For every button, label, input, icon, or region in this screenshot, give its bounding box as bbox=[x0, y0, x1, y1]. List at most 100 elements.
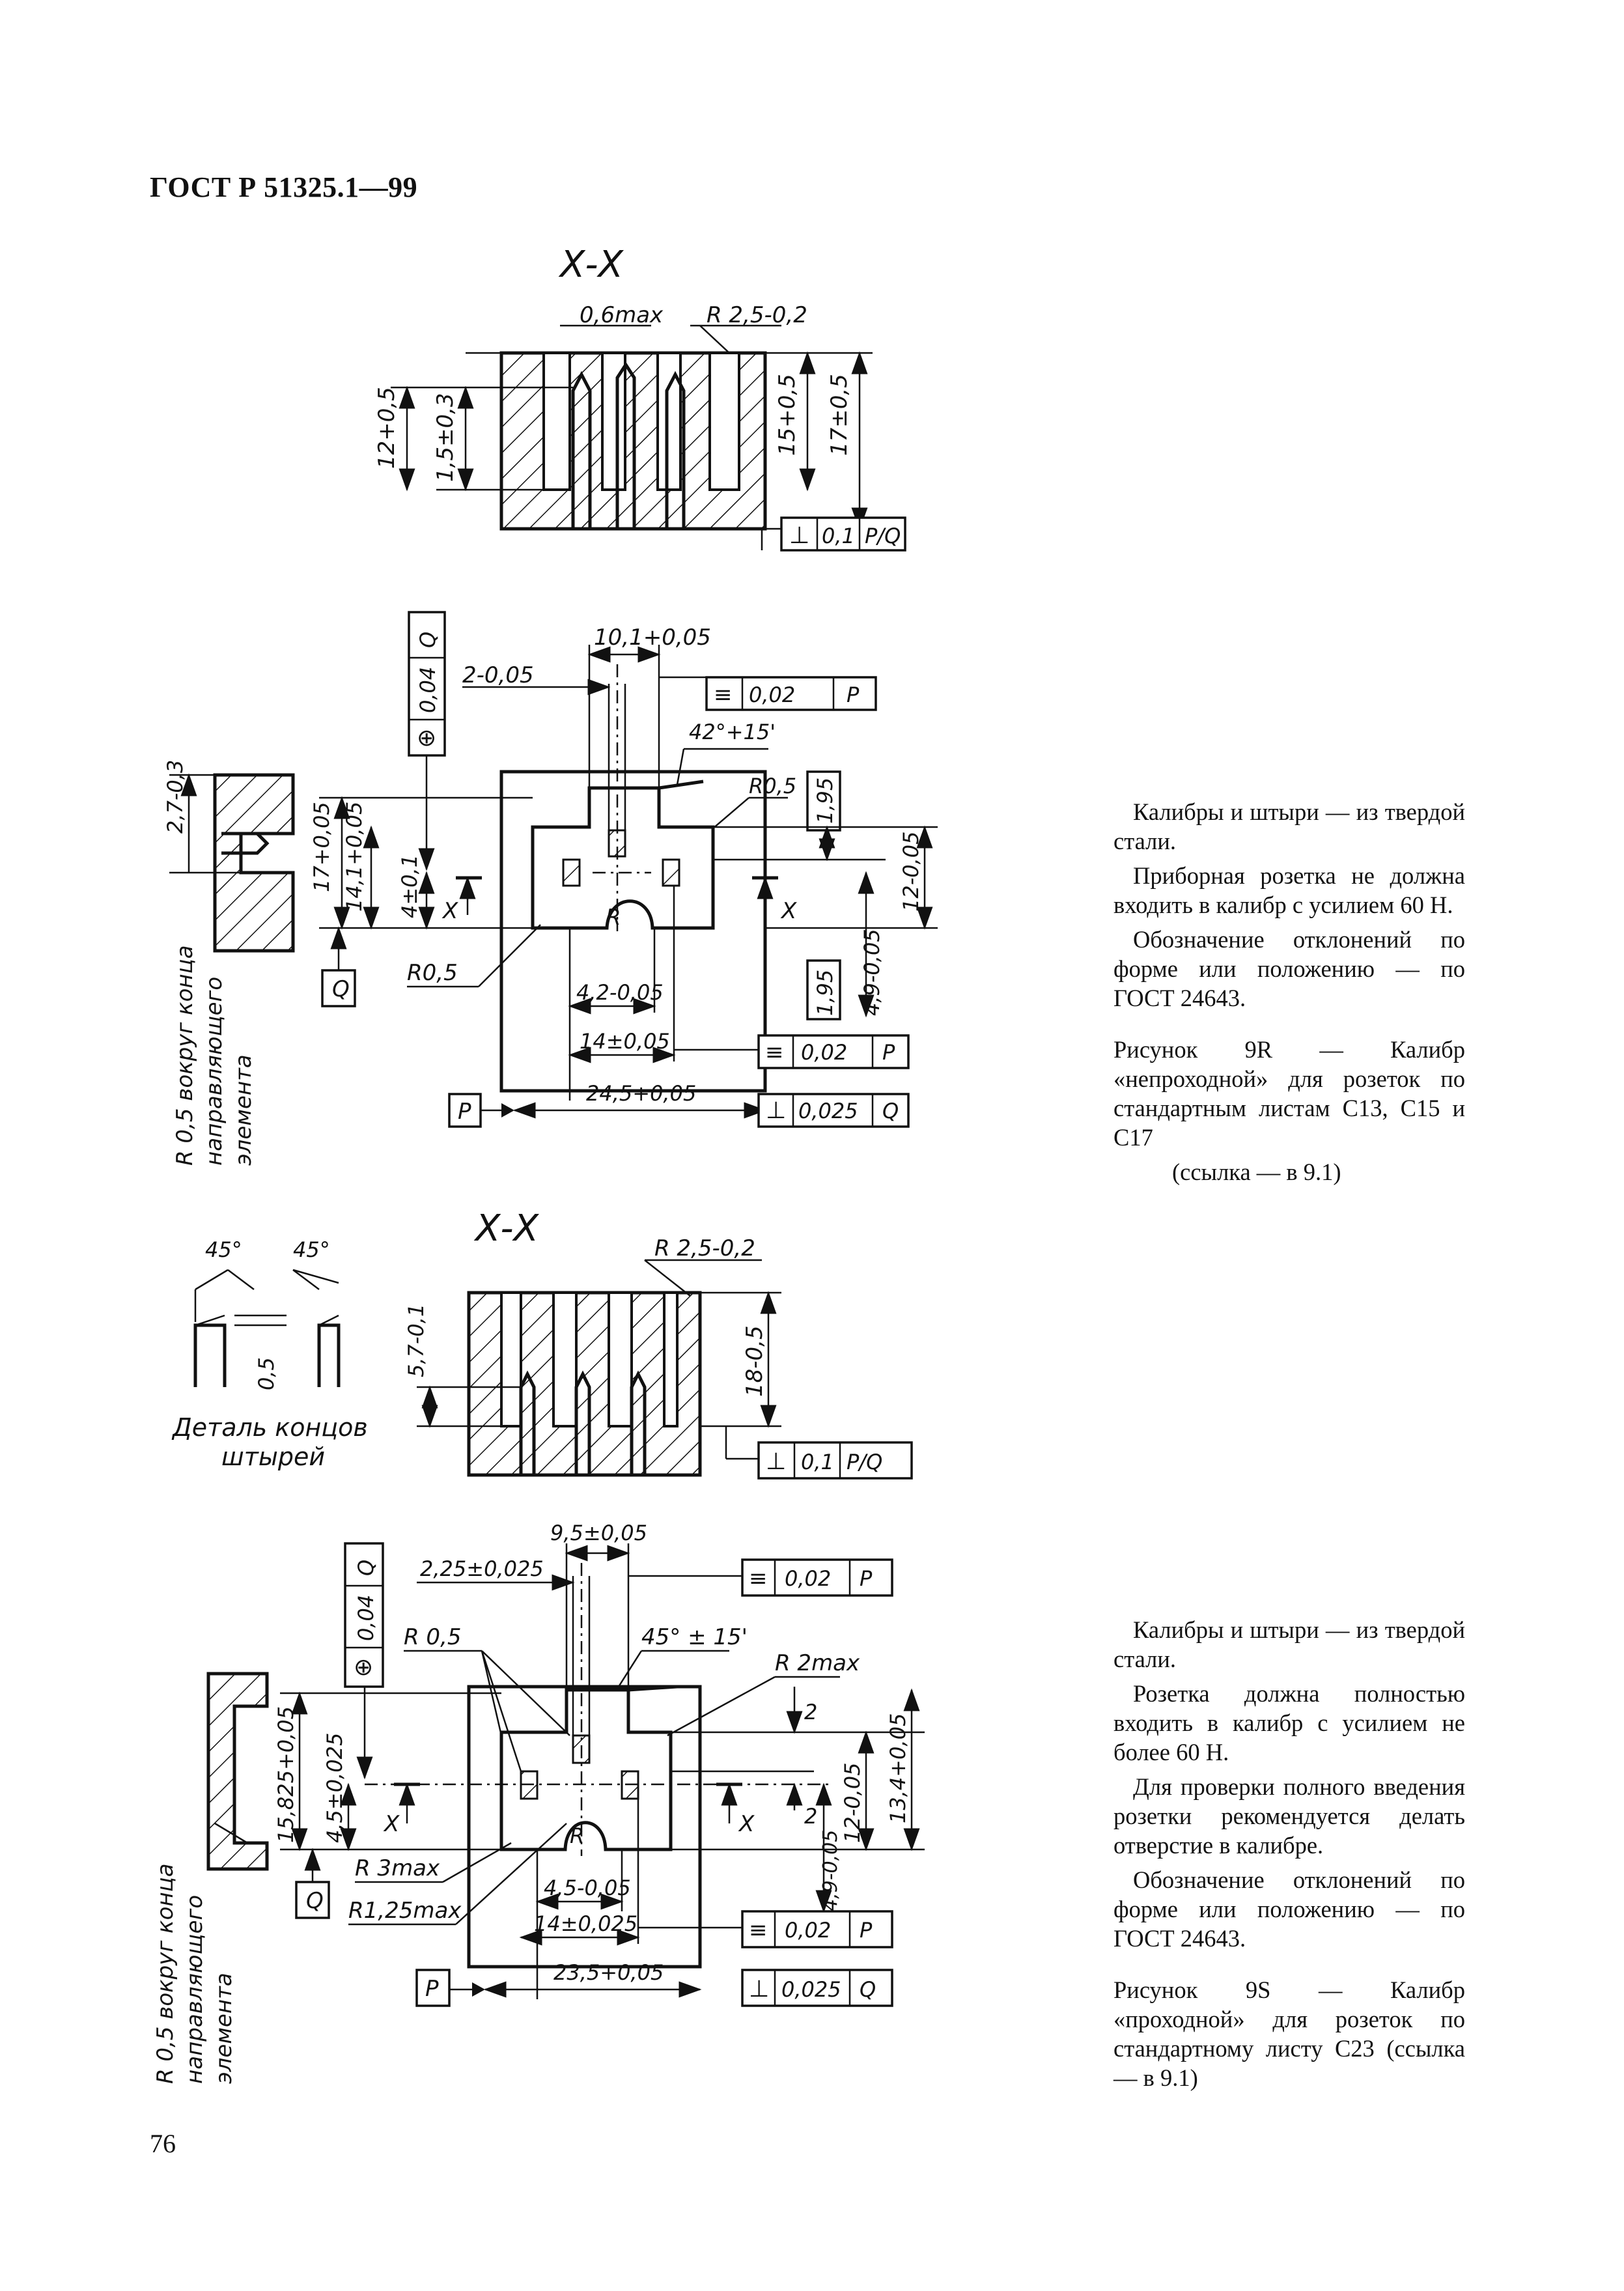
figure-9r-caption-ref: (ссылка — в 9.1) bbox=[1172, 1159, 1341, 1185]
fig9r-dim-r05a: R0,5 bbox=[749, 774, 796, 798]
fig9r-sym-ref: P bbox=[847, 682, 860, 707]
fig9s-side-note-3: элемента bbox=[211, 1973, 237, 2084]
fig9r-dim-195a: 1,95 bbox=[813, 778, 837, 824]
fig9r-datum-p: P bbox=[458, 1099, 471, 1125]
fig9r-perp2-value: 0,025 bbox=[798, 1099, 858, 1123]
fig9s-dim-15-825: 15,825+0,05 bbox=[273, 1706, 298, 1843]
fig9r-dim-15: 15+0,5 bbox=[774, 374, 800, 456]
fig9r-x-right: X bbox=[780, 898, 797, 924]
fig9r-r-label: R bbox=[606, 905, 621, 931]
fig9s-sym-value: 0,02 bbox=[785, 1566, 831, 1591]
fig9s-dim-2b: 2 bbox=[804, 1804, 817, 1829]
fig9s-side-note-1: R 0,5 вокруг конца bbox=[152, 1863, 178, 2084]
fig9s-dim-45b: 45° bbox=[293, 1237, 330, 1262]
fig9r-perp1-value: 0,1 bbox=[822, 524, 855, 548]
svg-text:⊥: ⊥ bbox=[789, 522, 809, 549]
fig9s-perp1-ref: P/Q bbox=[847, 1450, 882, 1474]
fig9s-dim-r125: R1,25max bbox=[348, 1898, 462, 1924]
fig9r-perp1-ref: P/Q bbox=[865, 524, 901, 548]
fig9r-x-left: X bbox=[441, 898, 458, 924]
svg-text:⊥: ⊥ bbox=[749, 1976, 769, 2003]
fig9s-dim-18: 18-0,5 bbox=[742, 1325, 768, 1397]
fig9r-sym-value: 0,02 bbox=[749, 682, 795, 707]
fig9r-dim-06max: 0,6max bbox=[580, 302, 664, 328]
fig9r-section-label: Х-Х bbox=[558, 244, 624, 286]
fig9s-dim-45-15: 45° ± 15' bbox=[641, 1624, 748, 1650]
fig9s-perp2-ref: Q bbox=[860, 1977, 876, 2002]
fig9r-dim-195b: 1,95 bbox=[813, 970, 837, 1016]
fig9r-dim-42-005: 4,2-0,05 bbox=[576, 980, 664, 1005]
svg-text:⊕: ⊕ bbox=[417, 725, 436, 752]
note-9r-material: Калибры и штыри — из твердой стали. bbox=[1113, 798, 1465, 854]
note-9s-force: Розетка должна полностью входить в калиб… bbox=[1113, 1680, 1465, 1765]
fig9r-dim-27: 2,7-0,3 bbox=[163, 760, 188, 834]
svg-text:≡: ≡ bbox=[749, 1917, 768, 1943]
fig9s-dim-05: 0,5 bbox=[254, 1357, 279, 1390]
fig9s-sym2-ref: P bbox=[860, 1918, 873, 1943]
figure-9s-notes: Калибры и штыри — из твердой стали. Розе… bbox=[1113, 1615, 1465, 2092]
fig9s-dim-13-4: 13,4+0,05 bbox=[886, 1713, 910, 1823]
fig9s-dim-r05: R 0,5 bbox=[404, 1624, 462, 1650]
svg-text:≡: ≡ bbox=[765, 1039, 784, 1065]
note-9r-standard: Обозначение отклонений по форме или поло… bbox=[1113, 926, 1465, 1011]
fig9r-dim-24-5: 24,5+0,05 bbox=[586, 1081, 696, 1106]
fig9s-perp2-value: 0,025 bbox=[781, 1977, 841, 2002]
fig9r-dim-10-1: 10,1+0,05 bbox=[594, 625, 711, 651]
fig9s-x-left: X bbox=[383, 1811, 400, 1837]
fig9r-side-note-2: направляющего bbox=[201, 977, 227, 1166]
fig9r-dim-14-1: 14,1+0,05 bbox=[342, 802, 367, 912]
fig9r-sym2-value: 0,02 bbox=[801, 1040, 847, 1065]
fig9s-datum-p: P bbox=[425, 1976, 439, 2002]
document-header: ГОСТ Р 51325.1—99 bbox=[150, 171, 418, 203]
fig9r-side-note-3: элемента bbox=[231, 1054, 257, 1166]
fig9s-side-note-2: направляющего bbox=[182, 1895, 208, 2084]
fig9r-dim-17-005: 17+0,05 bbox=[309, 802, 334, 892]
fig9s-pos-value: 0,04 bbox=[354, 1595, 378, 1641]
fig9s-dim-r3max: R 3max bbox=[355, 1855, 440, 1881]
fig9s-section-view: Х-Х 18-0,5 5,7-0,1 R 2,5-0,2 ⊥ 0,1 P/Q bbox=[171, 1207, 913, 1480]
fig9r-pos-ref: Q bbox=[415, 632, 440, 648]
fig9r-dim-r05b: R0,5 bbox=[407, 960, 458, 986]
fig9s-dim-r2max: R 2max bbox=[775, 1650, 860, 1676]
fig9s-datum-q: Q bbox=[306, 1888, 324, 1914]
fig9s-dim-12-005: 12-0,05 bbox=[840, 1762, 865, 1843]
fig9s-sym2-value: 0,02 bbox=[785, 1918, 831, 1943]
fig9s-detail-1: Деталь концов bbox=[171, 1413, 368, 1442]
fig9r-dim-14-005: 14±0,05 bbox=[580, 1029, 670, 1054]
fig9r-dim-r25: R 2,5-0,2 bbox=[707, 302, 807, 328]
figure-9r-notes: Калибры и штыри — из твердой стали. Приб… bbox=[1113, 797, 1465, 1187]
fig9r-plan-view: X X R 10,1+0,05 2-0,05 ⊕ 0,04 Q ≡ 0,02 P… bbox=[163, 611, 938, 1166]
fig9s-perp1-value: 0,1 bbox=[801, 1450, 834, 1474]
note-9s-material: Калибры и штыри — из твердой стали. bbox=[1113, 1616, 1465, 1672]
fig9s-dim-14-025: 14±0,025 bbox=[534, 1911, 637, 1936]
note-9r-force: Приборная розетка не должна входить в ка… bbox=[1113, 862, 1465, 918]
fig9r-dim-12-005: 12-0,05 bbox=[899, 831, 923, 912]
fig9s-dim-57: 5,7-0,1 bbox=[404, 1304, 428, 1377]
fig9r-section-view: Х-Х 0,6max R 2,5-0,2 12+0,5 1,5±0,3 15+0… bbox=[374, 244, 906, 552]
fig9s-dim-2a: 2 bbox=[804, 1700, 817, 1724]
fig9s-x-right: X bbox=[738, 1811, 755, 1837]
fig9s-dim-9-5: 9,5±0,05 bbox=[550, 1521, 647, 1545]
fig9s-section-label: Х-Х bbox=[473, 1207, 540, 1250]
fig9s-dim-23-5: 23,5+0,05 bbox=[553, 1960, 664, 1985]
fig9r-datum-q: Q bbox=[332, 976, 350, 1002]
fig9s-pos-ref: Q bbox=[354, 1560, 378, 1576]
fig9r-dim-17-05: 17±0,5 bbox=[826, 374, 852, 456]
fig9r-perp2-ref: Q bbox=[882, 1099, 899, 1123]
fig9r-dim-12: 12+0,5 bbox=[374, 387, 400, 469]
figure-9s-caption: Рисунок 9S — Калибр «проходной» для розе… bbox=[1113, 1976, 1465, 2091]
svg-text:⊥: ⊥ bbox=[766, 1097, 786, 1124]
fig9s-dim-45a: 45° bbox=[205, 1237, 242, 1262]
fig9s-plan-view: X X R 9,5±0,05 2,25±0,025 ≡ 0,02 P ⊕ 0,0… bbox=[152, 1521, 925, 2084]
fig9r-dim-2-005: 2-0,05 bbox=[462, 662, 534, 688]
fig9s-r-label: R bbox=[570, 1823, 584, 1848]
fig9s-dim-49: 4,9-0,05 bbox=[819, 1830, 842, 1911]
svg-text:⊥: ⊥ bbox=[766, 1448, 786, 1475]
fig9s-dim-r25: R 2,5-0,2 bbox=[654, 1235, 755, 1261]
fig9r-dim-49: 4,9-0,05 bbox=[860, 929, 884, 1016]
fig9s-dim-45b: 4,5-0,05 bbox=[544, 1876, 631, 1900]
fig9s-sym-ref: P bbox=[860, 1566, 873, 1591]
fig9r-pos-value: 0,04 bbox=[415, 667, 440, 713]
fig9r-dim-42: 42°+15' bbox=[689, 720, 776, 744]
